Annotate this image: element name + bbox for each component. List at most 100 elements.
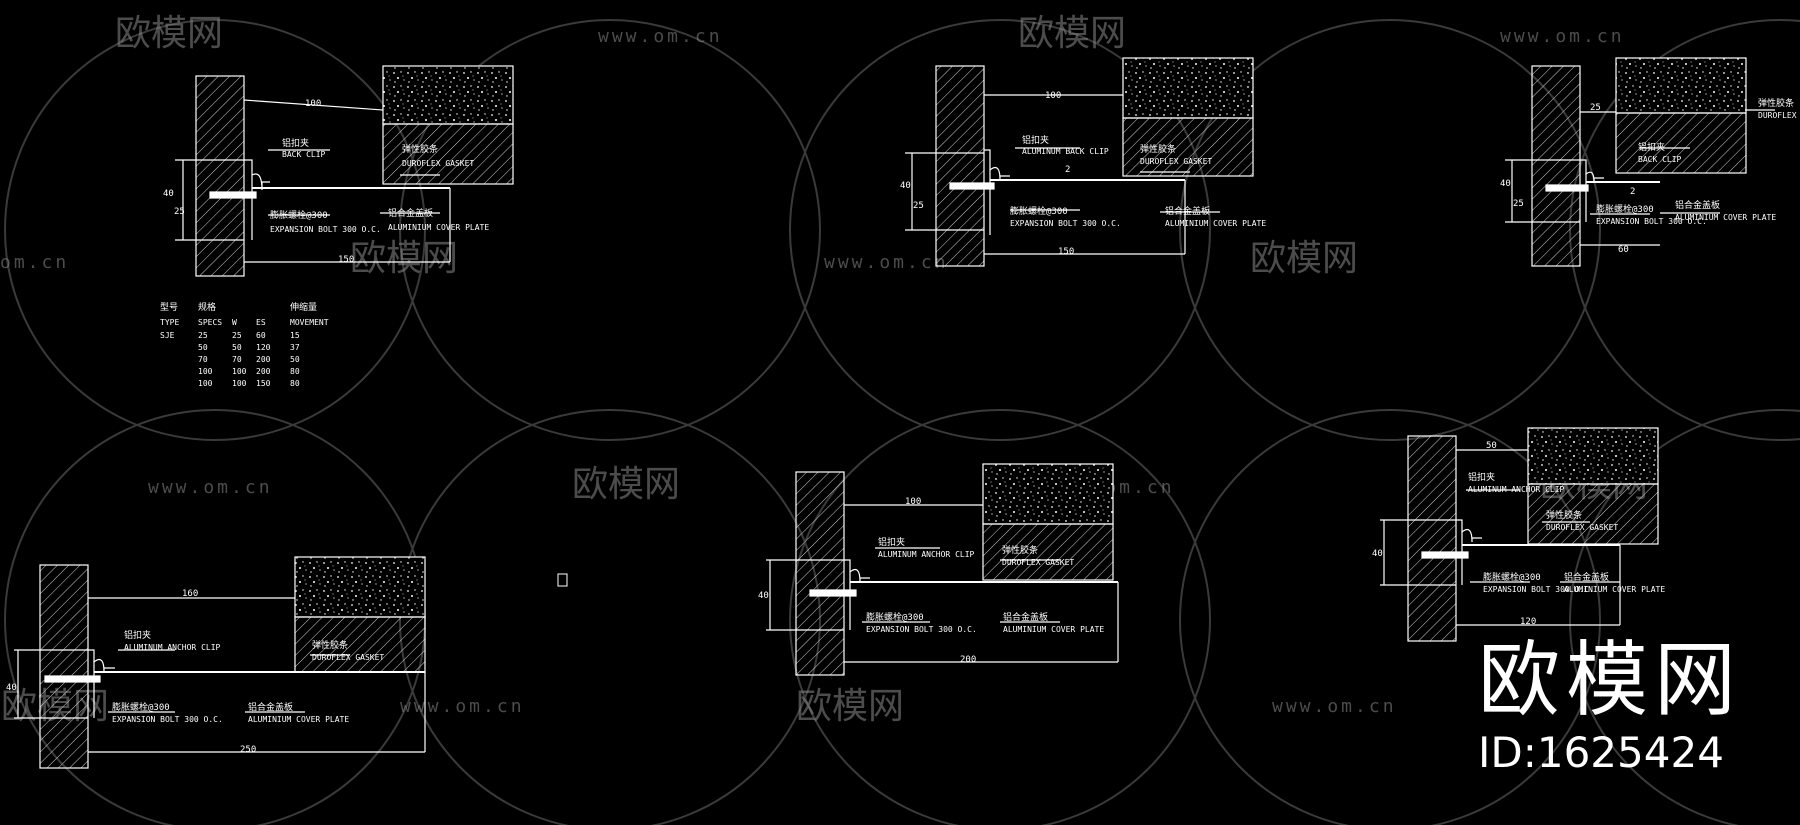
detail-3-dim-left2: 25 <box>1513 199 1524 209</box>
detail-1-dim-top: 100 <box>305 99 321 109</box>
detail-4-label-plate-cn: 铝合金盖板 <box>248 701 293 713</box>
spec-cell: 200 <box>256 367 271 376</box>
detail-5-dim-left: 40 <box>758 591 769 601</box>
spec-header-en: W <box>232 318 237 327</box>
watermark-logo-text: 欧模网 <box>572 464 680 505</box>
spec-cell: 80 <box>290 379 300 388</box>
detail-3-label-plate-en: ALUMINIUM COVER PLATE <box>1675 213 1776 222</box>
detail-6-label-clip-cn: 铝扣夹 <box>1468 471 1495 483</box>
detail-2-label-bolt-cn: 膨胀螺栓@300 <box>1010 205 1068 217</box>
detail-3-dim-bottom: 60 <box>1618 245 1629 255</box>
detail-1-label-gasket-en: DUROFLEX GASKET <box>402 159 474 168</box>
brand-watermark: 欧模网 ID:1625424 <box>1478 640 1742 778</box>
detail-5-label-bolt-en: EXPANSION BOLT 300 O.C. <box>866 625 977 634</box>
detail-3-label-clip-en: BACK CLIP <box>1638 155 1682 164</box>
detail-3-label-bolt-cn: 膨胀螺栓@300 <box>1596 203 1654 215</box>
detail-4 <box>14 556 426 769</box>
detail-6-label-gasket-cn: 弹性胶条 <box>1546 509 1582 521</box>
watermark-url-text: www.om.cn <box>148 477 273 498</box>
detail-6 <box>1380 427 1659 642</box>
detail-1-dim-left2: 25 <box>174 207 185 217</box>
detail-1-dim-left: 40 <box>163 189 174 199</box>
watermark-logo-text: 欧模网 <box>1018 13 1126 54</box>
detail-3-label-plate-cn: 铝合金盖板 <box>1675 199 1720 211</box>
detail-5-label-plate-en: ALUMINIUM COVER PLATE <box>1003 625 1104 634</box>
detail-2-dim-bottom: 150 <box>1058 247 1074 257</box>
detail-2-dim-gap: 2 <box>1065 165 1070 175</box>
spec-cell: 100 <box>198 367 213 376</box>
detail-3-label-gasket-en: DUROFLEX GASKET <box>1758 111 1800 120</box>
detail-6-dim-bottom: 120 <box>1520 617 1536 627</box>
detail-4-labels: 160 250 40 铝扣夹 ALUMINUM ANCHOR CLIP 膨胀螺栓… <box>6 589 384 755</box>
spec-cell: 100 <box>198 379 213 388</box>
detail-5-label-gasket-en: DUROFLEX GASKET <box>1002 558 1074 567</box>
detail-4-label-gasket-cn: 弹性胶条 <box>312 639 348 651</box>
spec-cell: 25 <box>198 331 208 340</box>
detail-3 <box>1505 57 1775 267</box>
spec-header-en: MOVEMENT <box>290 318 329 327</box>
detail-1-label-plate-en: ALUMINIUM COVER PLATE <box>388 223 489 232</box>
detail-1-label-clip-cn: 铝扣夹 <box>282 137 309 149</box>
detail-5-label-clip-cn: 铝扣夹 <box>878 536 905 548</box>
detail-3-label-clip-cn: 铝扣夹 <box>1638 141 1665 153</box>
detail-4-label-plate-en: ALUMINIUM COVER PLATE <box>248 715 349 724</box>
detail-2-label-plate-cn: 铝合金盖板 <box>1165 205 1210 217</box>
detail-5-dim-top: 100 <box>905 497 921 507</box>
spec-cell: 25 <box>232 331 242 340</box>
detail-5-dim-bottom: 200 <box>960 655 976 665</box>
detail-3-dim-left: 40 <box>1500 179 1511 189</box>
detail-6-label-bolt-cn: 膨胀螺栓@300 <box>1483 571 1541 583</box>
detail-2-label-gasket-en: DUROFLEX GASKET <box>1140 157 1212 166</box>
detail-3-labels: 25 40 25 2 60 弹性胶条 DUROFLEX GASKET 铝扣夹 B… <box>1500 97 1800 255</box>
detail-6-label-plate-cn: 铝合金盖板 <box>1564 571 1609 583</box>
detail-6-label-plate-en: ALUMINIUM COVER PLATE <box>1564 585 1665 594</box>
spec-cell: 60 <box>256 331 266 340</box>
watermark-logo-text: 欧模网 <box>350 238 458 279</box>
watermark-logo-text: 欧模网 <box>1250 238 1358 279</box>
watermark-logo-text: 欧模网 <box>796 686 904 727</box>
detail-6-dim-top: 50 <box>1486 441 1497 451</box>
detail-2-labels: 100 150 40 25 2 铝扣夹 ALUMINUM BACK CLIP 膨… <box>900 91 1266 257</box>
detail-1-label-clip-en: BACK CLIP <box>282 150 326 159</box>
spec-cell: 150 <box>256 379 271 388</box>
detail-1-labels: 100 150 40 25 铝扣夹 BACK CLIP 膨胀螺栓@300 EXP… <box>163 99 489 265</box>
detail-3-label-gasket-cn: 弹性胶条 <box>1758 97 1794 109</box>
detail-4-dim-top: 160 <box>182 589 198 599</box>
detail-4-label-clip-cn: 铝扣夹 <box>124 629 151 641</box>
watermark-logo-text: 欧模网 <box>115 13 223 54</box>
watermark-url-text: www.om.cn <box>400 696 525 717</box>
detail-2-label-clip-en: ALUMINUM BACK CLIP <box>1022 147 1109 156</box>
spec-cell: 200 <box>256 355 271 364</box>
detail-2-dim-left: 40 <box>900 181 911 191</box>
detail-4-dim-left: 40 <box>6 683 17 693</box>
spec-header-en: TYPE <box>160 318 179 327</box>
spec-type: SJE <box>160 331 175 340</box>
spec-cell: 100 <box>232 379 247 388</box>
detail-5-label-bolt-cn: 膨胀螺栓@300 <box>866 611 924 623</box>
detail-6-label-bolt-en: EXPANSION BOLT 300 O.C. <box>1483 585 1594 594</box>
spec-cell: 50 <box>290 355 300 364</box>
spec-cell: 50 <box>198 343 208 352</box>
spec-cell: 80 <box>290 367 300 376</box>
spec-cell: 15 <box>290 331 300 340</box>
detail-4-label-clip-en: ALUMINUM ANCHOR CLIP <box>124 643 221 652</box>
model-id-label: ID:1625424 <box>1477 728 1724 777</box>
detail-2 <box>905 57 1254 267</box>
detail-1 <box>175 65 514 277</box>
detail-4-label-gasket-en: DUROFLEX GASKET <box>312 653 384 662</box>
detail-1-label-bolt-en: EXPANSION BOLT 300 O.C. <box>270 225 381 234</box>
detail-4-label-bolt-en: EXPANSION BOLT 300 O.C. <box>112 715 223 724</box>
watermark-url-text: www.om.cn <box>1272 696 1397 717</box>
spec-header-cn: 型号 <box>160 302 178 313</box>
watermark-url-text: www.om.cn <box>824 252 949 273</box>
detail-1-label-gasket-cn: 弹性胶条 <box>402 143 438 155</box>
detail-2-dim-top: 100 <box>1045 91 1061 101</box>
detail-4-dim-bottom: 250 <box>240 745 256 755</box>
detail-5-label-clip-en: ALUMINUM ANCHOR CLIP <box>878 550 975 559</box>
detail-5-labels: 100 200 40 铝扣夹 ALUMINUM ANCHOR CLIP 膨胀螺栓… <box>758 497 1104 665</box>
detail-3-label-bolt-en: EXPANSION BOLT 300 O.C. <box>1596 217 1707 226</box>
detail-1-label-bolt-cn: 膨胀螺栓@300 <box>270 209 328 221</box>
spec-header-cn: 伸缩量 <box>290 301 317 313</box>
spec-header-en: ES <box>256 318 266 327</box>
